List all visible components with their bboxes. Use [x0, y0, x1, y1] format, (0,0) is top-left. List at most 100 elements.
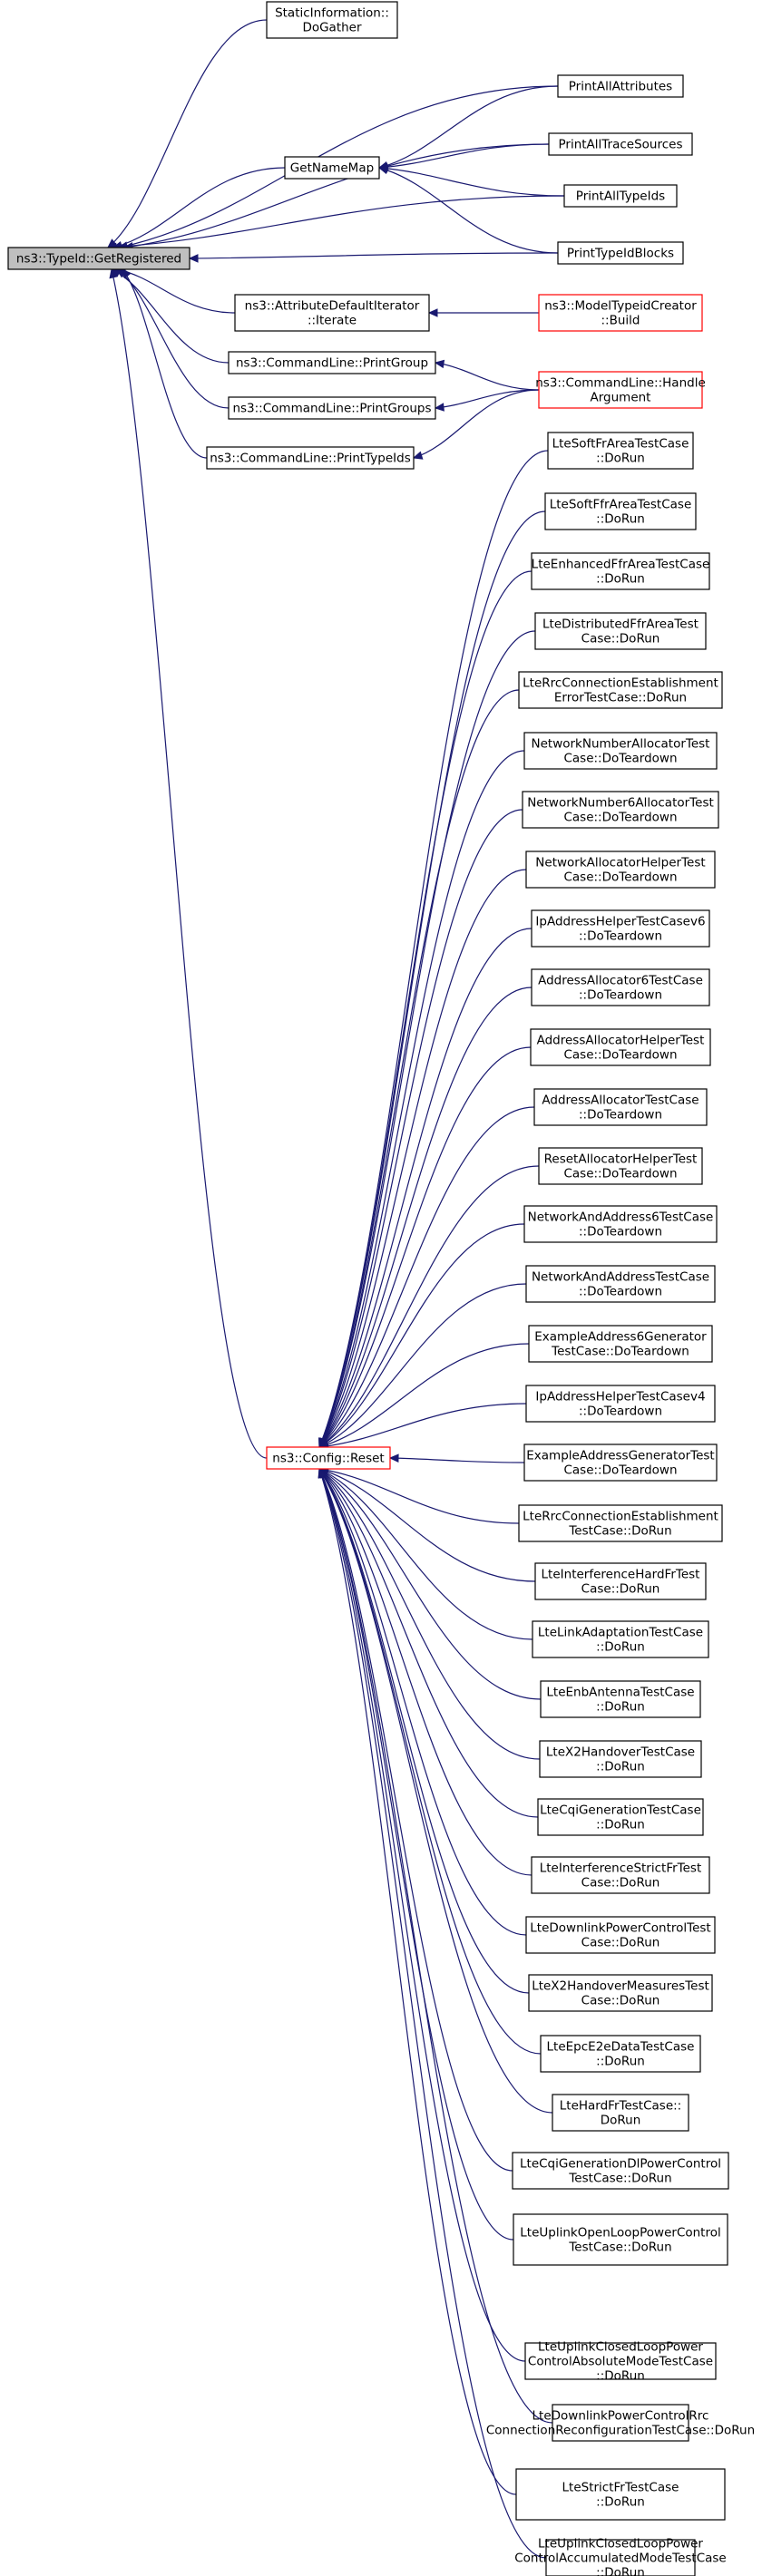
node-c14[interactable]: NetworkAndAddressTestCase::DoTeardown [525, 1265, 716, 1303]
node-label: ::DoRun [596, 2368, 645, 2383]
node-box [523, 1205, 718, 1243]
node-c17[interactable]: ExampleAddressGeneratorTestCase::DoTeard… [523, 1444, 718, 1482]
node-c30[interactable]: LteUplinkOpenLoopPowerControlTestCase::D… [513, 2213, 728, 2266]
node-pati[interactable]: PrintAllTypeIds [563, 184, 678, 208]
node-c6[interactable]: NetworkNumber6AllocatorTestCase::DoTeard… [522, 791, 719, 829]
node-c29[interactable]: LteCqiGenerationDlPowerControlTestCase::… [512, 2152, 729, 2190]
node-c16[interactable]: IpAddressHelperTestCasev4::DoTeardown [525, 1385, 716, 1423]
edge-clha-to-clpt [413, 389, 540, 459]
node-c23[interactable]: LteCqiGenerationTestCase::DoRun [537, 1798, 704, 1836]
edge-c33-to-cfg [318, 1468, 517, 2495]
node-label: LteHardFrTestCase:: [560, 2098, 681, 2113]
node-c34[interactable]: LteUplinkClosedLoopPowerControlAccumulat… [514, 2536, 727, 2576]
edge-c15-to-cfg [318, 1343, 530, 1448]
node-label: NetworkAndAddress6TestCase [528, 1210, 714, 1224]
node-label: ::DoTeardown [579, 1284, 662, 1298]
node-label: Case::DoTeardown [563, 1463, 677, 1477]
node-box [522, 791, 719, 829]
edge-c28-to-cfg [318, 1468, 553, 2114]
node-c4[interactable]: LteRrcConnectionEstablishmentErrorTestCa… [518, 671, 723, 709]
node-label: AddressAllocatorHelperTest [537, 1033, 705, 1047]
node-label: TestCase::DoRun [568, 1523, 671, 1538]
node-label: Case::DoRun [581, 1875, 660, 1890]
edge-paa-to-root [118, 85, 559, 248]
node-label: ::DoRun [596, 451, 645, 465]
node-label: ::DoRun [596, 1699, 645, 1714]
node-pats[interactable]: PrintAllTraceSources [548, 132, 693, 156]
node-root[interactable]: ns3::TypeId::GetRegistered [7, 247, 190, 270]
node-box [534, 612, 707, 650]
node-c9[interactable]: AddressAllocator6TestCase::DoTeardown [531, 968, 710, 1006]
node-c21[interactable]: LteEnbAntennaTestCase::DoRun [540, 1680, 701, 1718]
node-label: ::Iterate [308, 313, 357, 327]
edge-c1-to-cfg [318, 510, 546, 1448]
node-box [525, 1385, 716, 1423]
edge-pats-to-root [123, 143, 550, 248]
node-c1[interactable]: LteSoftFfrAreaTestCase::DoRun [544, 492, 697, 530]
node-gnm[interactable]: GetNameMap [284, 156, 380, 180]
node-label: LteRrcConnectionEstablishment [523, 1509, 718, 1523]
node-c28[interactable]: LteHardFrTestCase::DoRun [552, 2094, 689, 2132]
node-clpgs[interactable]: ns3::CommandLine::PrintGroups [228, 396, 436, 420]
node-box [557, 241, 684, 265]
arrow-head [188, 254, 199, 263]
node-c22[interactable]: LteX2HandoverTestCase::DoRun [539, 1740, 702, 1778]
node-c11[interactable]: AddressAllocatorTestCase::DoTeardown [533, 1088, 708, 1126]
node-paa[interactable]: PrintAllAttributes [557, 74, 684, 98]
node-cfg[interactable]: ns3::Config::Reset [266, 1446, 391, 1470]
node-c13[interactable]: NetworkAndAddress6TestCase::DoTeardown [523, 1205, 718, 1243]
node-label: NetworkAndAddressTestCase [532, 1269, 709, 1284]
node-c8[interactable]: IpAddressHelperTestCasev6::DoTeardown [531, 909, 710, 948]
node-c32[interactable]: LteDownlinkPowerControlRrcConnectionReco… [486, 2404, 755, 2442]
node-box [266, 1, 398, 39]
node-c33[interactable]: LteStrictFrTestCase::DoRun [515, 2468, 726, 2521]
node-label: ns3::Config::Reset [272, 1451, 384, 1465]
node-label: Case::DoTeardown [563, 810, 677, 824]
node-ptib[interactable]: PrintTypeIdBlocks [557, 241, 684, 265]
edge-c9-to-cfg [318, 987, 532, 1448]
node-label: TestCase::DoTeardown [551, 1344, 689, 1358]
arrow-head [109, 267, 118, 279]
node-adi[interactable]: ns3::AttributeDefaultIterator::Iterate [234, 294, 430, 332]
node-c7[interactable]: NetworkAllocatorHelperTestCase::DoTeardo… [525, 851, 716, 889]
node-box [525, 851, 716, 889]
node-label: ::DoRun [596, 1759, 645, 1774]
node-label: IpAddressHelperTestCasev6 [535, 914, 705, 928]
node-label: ::DoRun [596, 2565, 645, 2576]
arrow-head [434, 403, 444, 412]
node-c31[interactable]: LteUplinkClosedLoopPowerControlAbsoluteM… [524, 2339, 717, 2383]
edge-paa-to-gnm [378, 85, 559, 169]
node-c27[interactable]: LteEpcE2eDataTestCase::DoRun [540, 2035, 701, 2073]
node-label: LteInterferenceHardFrTest [542, 1567, 700, 1581]
node-clpt[interactable]: ns3::CommandLine::PrintTypeIds [206, 446, 415, 470]
edge-c4-to-cfg [318, 689, 520, 1448]
node-clpg[interactable]: ns3::CommandLine::PrintGroup [228, 351, 436, 374]
node-c2[interactable]: LteEnhancedFfrAreaTestCase::DoRun [531, 552, 710, 590]
node-box [540, 1680, 701, 1718]
node-c20[interactable]: LteLinkAdaptationTestCase::DoRun [532, 1620, 709, 1658]
edge-c0-to-cfg [318, 450, 549, 1448]
node-c18[interactable]: LteRrcConnectionEstablishmentTestCase::D… [518, 1504, 723, 1542]
node-c10[interactable]: AddressAllocatorHelperTestCase::DoTeardo… [530, 1028, 711, 1066]
node-c15[interactable]: ExampleAddress6GeneratorTestCase::DoTear… [528, 1325, 713, 1363]
node-label: LteLinkAdaptationTestCase [538, 1625, 703, 1639]
node-mtc[interactable]: ns3::ModelTypeidCreator::Build [538, 294, 703, 332]
edge-c7-to-cfg [318, 869, 527, 1448]
node-label: LteStrictFrTestCase [562, 2480, 679, 2494]
node-label: LteEpcE2eDataTestCase [547, 2039, 695, 2054]
edge-sig-to-root [107, 19, 268, 248]
node-box [515, 2468, 726, 2521]
node-label: NetworkAllocatorHelperTest [535, 855, 705, 870]
node-sig[interactable]: StaticInformation::DoGather [266, 1, 398, 39]
arrow-head [388, 1453, 399, 1463]
node-c0[interactable]: LteSoftFrAreaTestCase::DoRun [547, 432, 694, 470]
node-c5[interactable]: NetworkNumberAllocatorTestCase::DoTeardo… [523, 732, 718, 770]
